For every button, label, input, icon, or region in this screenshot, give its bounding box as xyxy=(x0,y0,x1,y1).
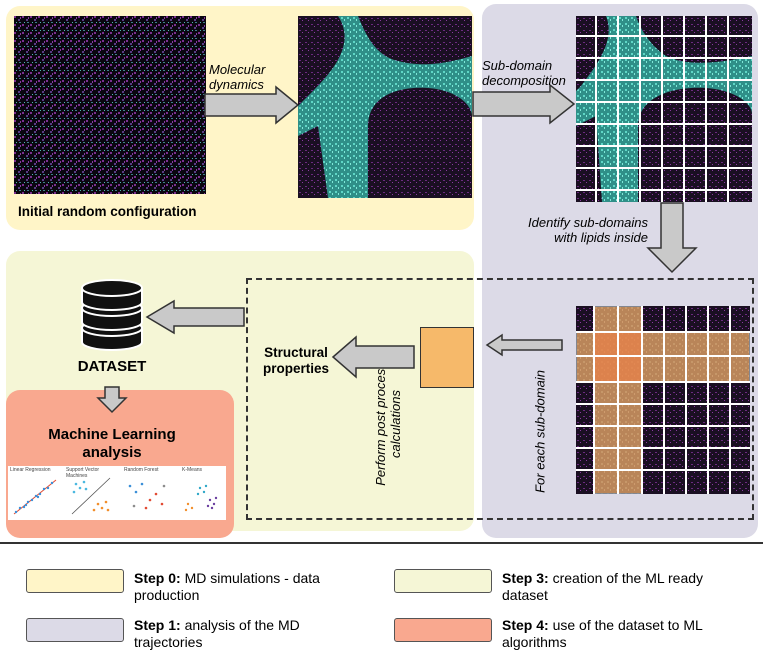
legend-item-step4: Step 4: use of the dataset to ML algorit… xyxy=(502,617,752,651)
dataset-label: DATASET xyxy=(77,358,147,375)
thumb-title: K-Means xyxy=(182,467,203,473)
identify-subdomains-label: Identify sub-domains with lipids inside xyxy=(528,215,648,245)
legend-swatch-step0 xyxy=(26,569,124,593)
legend-swatch-step3 xyxy=(394,569,492,593)
legend-swatch-step4 xyxy=(394,618,492,642)
arrow-to-calculations xyxy=(485,333,563,357)
ml-thumb-svm: Support Vector Machines xyxy=(64,466,118,520)
initial-config-image xyxy=(14,16,206,194)
arrow-subdomain-decomposition xyxy=(472,83,576,125)
arrow-to-structural-properties xyxy=(331,335,415,379)
arrow-identify-subdomains xyxy=(646,202,698,274)
legend-item-step1: Step 1: analysis of the MD trajectories xyxy=(134,617,354,651)
database-icon xyxy=(81,279,143,351)
ml-thumb-random-forest: Random Forest xyxy=(120,466,174,520)
thumb-title: Random Forest xyxy=(124,467,159,473)
subdomain-loop-box xyxy=(246,278,754,520)
ml-thumb-kmeans: K-Means xyxy=(176,466,226,520)
ml-analysis-label: Machine Learning analysis xyxy=(48,426,176,461)
legend-step4-desc: use of the dataset to ML algorithms xyxy=(502,617,703,650)
thumb-title: Linear Regression xyxy=(10,467,51,473)
legend-step0-desc: MD simulations - data production xyxy=(134,570,320,603)
selected-subdomains-image xyxy=(576,306,750,494)
calculation-box xyxy=(420,327,474,388)
legend-swatch-step1 xyxy=(26,618,124,642)
arrow-molecular-dynamics xyxy=(204,85,300,125)
gridded-domain-image xyxy=(576,16,752,202)
legend-step1-title: Step 1: xyxy=(134,617,181,633)
for-each-subdomain-label: For each sub-domain xyxy=(532,370,548,493)
subdomain-decomposition-label: Sub-domain decomposition xyxy=(482,58,566,88)
structural-properties-label: Structural properties xyxy=(262,345,330,376)
legend-step3-title: Step 3: xyxy=(502,570,549,586)
legend-item-step0: Step 0: MD simulations - data production xyxy=(134,570,372,604)
arrow-to-dataset xyxy=(145,299,245,335)
grid-lines xyxy=(576,16,752,202)
legend-item-step3: Step 3: creation of the ML ready dataset xyxy=(502,570,752,604)
legend-step3-desc: creation of the ML ready dataset xyxy=(502,570,704,603)
thumb-title: Support Vector Machines xyxy=(66,467,100,479)
ml-thumbnails: Linear Regression Support Vector Machine… xyxy=(8,466,226,520)
molecular-dynamics-label: Molecular dynamics xyxy=(209,62,266,92)
ml-thumb-linear-regression: Linear Regression xyxy=(8,466,62,520)
initial-config-label: Initial random configuration xyxy=(18,204,197,219)
legend-step1-desc: analysis of the MD trajectories xyxy=(134,617,300,650)
arrow-to-ml xyxy=(96,386,128,414)
legend-step0-title: Step 0: xyxy=(134,570,181,586)
legend-step4-title: Step 4: xyxy=(502,617,549,633)
legend-separator xyxy=(0,542,763,544)
md-result-image xyxy=(298,16,472,198)
